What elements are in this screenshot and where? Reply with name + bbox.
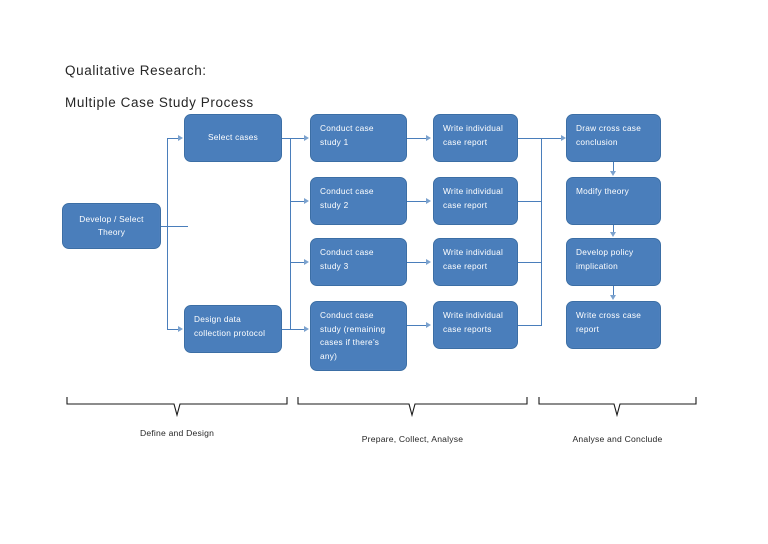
node-conduct-case-remaining[interactable]: Conduct case study (remaining cases if t… (310, 301, 407, 371)
node-select-cases-label: Select cases (207, 132, 259, 143)
phase-label-analyse-conclude: Analyse and Conclude (572, 434, 663, 444)
arrowhead-to-case-1 (304, 134, 309, 141)
node-write-report-1-label: Write individual case report (443, 123, 504, 147)
connector-policy-to-cross-report (613, 286, 614, 296)
page-title: Qualitative Research: (65, 63, 207, 78)
arrowhead-to-report-1 (426, 134, 431, 141)
arrowhead-to-policy (610, 232, 616, 237)
arrowhead-to-cross-report (610, 295, 616, 300)
node-theory-label: Develop / Select Theory (79, 213, 144, 238)
connector-bus-to-case-2 (290, 201, 305, 202)
node-cross-case-conclusion-label: Draw cross case conclusion (576, 123, 642, 147)
connector-bus-to-case-3 (290, 262, 305, 263)
node-modify-theory-label: Modify theory (576, 186, 630, 196)
node-write-report-2[interactable]: Write individual case report (433, 177, 518, 225)
node-design-data-collection[interactable]: Design data collection protocol (184, 305, 282, 353)
node-theory[interactable]: Develop / Select Theory (62, 203, 161, 249)
connector-conclusion-to-modify (613, 162, 614, 172)
connector-report-1-out (518, 138, 542, 139)
node-write-report-3-label: Write individual case report (443, 247, 504, 271)
node-conduct-case-remaining-label: Conduct case study (remaining cases if t… (320, 310, 386, 361)
connector-theory-to-design-data (167, 329, 179, 330)
arrowhead-to-report-remaining (426, 321, 431, 328)
node-conduct-case-1[interactable]: Conduct case study 1 (310, 114, 407, 162)
node-conduct-case-3-label: Conduct case study 3 (320, 247, 374, 271)
node-write-report-1[interactable]: Write individual case report (433, 114, 518, 162)
arrowhead-to-report-3 (426, 258, 431, 265)
page-subtitle: Multiple Case Study Process (65, 95, 254, 110)
node-write-report-remaining-label: Write individual case reports (443, 310, 504, 334)
connector-reports-merge-bus (541, 138, 542, 325)
node-conduct-case-2-label: Conduct case study 2 (320, 186, 374, 210)
node-conduct-case-2[interactable]: Conduct case study 2 (310, 177, 407, 225)
connector-case-1-to-report-1 (407, 138, 427, 139)
node-write-report-3[interactable]: Write individual case report (433, 238, 518, 286)
node-write-report-remaining[interactable]: Write individual case reports (433, 301, 518, 349)
node-conduct-case-3[interactable]: Conduct case study 3 (310, 238, 407, 286)
node-modify-theory[interactable]: Modify theory (566, 177, 661, 225)
brace-prepare-collect-analyse (297, 396, 528, 418)
arrowhead-to-select-cases (178, 134, 183, 141)
arrowhead-to-report-2 (426, 197, 431, 204)
brace-define-design (66, 396, 288, 418)
node-develop-policy-implication[interactable]: Develop policy implication (566, 238, 661, 286)
node-select-cases[interactable]: Select cases (184, 114, 282, 162)
arrowhead-to-design-data (178, 325, 183, 332)
connector-report-3-out (518, 262, 542, 263)
arrowhead-to-case-remaining (304, 325, 309, 332)
node-write-cross-case-report[interactable]: Write cross case report (566, 301, 661, 349)
connector-bus-to-case-1 (290, 138, 305, 139)
connector-case-3-to-report-3 (407, 262, 427, 263)
node-develop-policy-implication-label: Develop policy implication (576, 247, 634, 271)
arrowhead-to-case-2 (304, 197, 309, 204)
phase-label-define-design: Define and Design (139, 428, 215, 438)
brace-analyse-conclude (538, 396, 697, 418)
connector-theory-to-select-cases (167, 138, 179, 139)
node-conduct-case-1-label: Conduct case study 1 (320, 123, 374, 147)
arrowhead-to-modify-theory (610, 171, 616, 176)
connector-theory-out (161, 226, 188, 227)
connector-modify-to-policy (613, 225, 614, 233)
connector-report-2-out (518, 201, 542, 202)
node-write-report-2-label: Write individual case report (443, 186, 504, 210)
connector-bus-to-cross-conclusion (541, 138, 563, 139)
arrowhead-to-cross-conclusion (561, 134, 566, 141)
phase-label-prepare-collect-analyse: Prepare, Collect, Analyse (361, 434, 464, 444)
node-cross-case-conclusion[interactable]: Draw cross case conclusion (566, 114, 661, 162)
connector-report-remaining-out (518, 325, 542, 326)
connector-theory-bus (167, 138, 168, 329)
node-write-cross-case-report-label: Write cross case report (576, 310, 642, 334)
connector-case-bus (290, 138, 291, 329)
node-design-data-collection-label: Design data collection protocol (194, 314, 266, 338)
connector-case-2-to-report-2 (407, 201, 427, 202)
arrowhead-to-case-3 (304, 258, 309, 265)
connector-bus-to-case-remaining (290, 329, 305, 330)
connector-case-remaining-to-report (407, 325, 427, 326)
